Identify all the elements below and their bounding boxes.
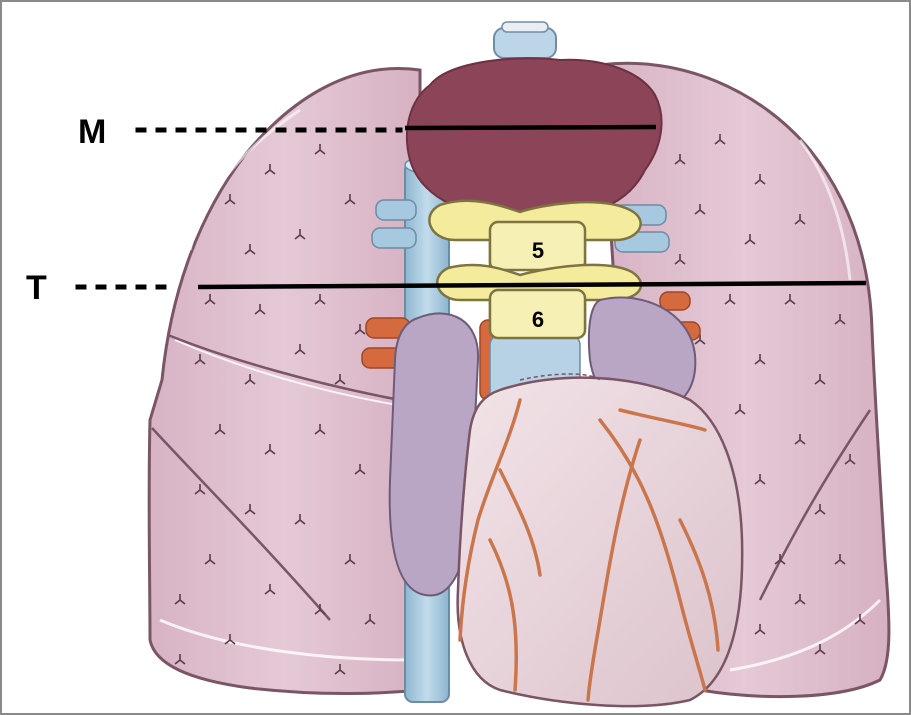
vertebra-6-label: 6 xyxy=(532,307,544,332)
vertebra-5-label: 5 xyxy=(532,238,544,263)
trachea xyxy=(494,22,556,58)
label-t: T xyxy=(26,269,47,307)
label-m: M xyxy=(78,113,106,151)
right-lung xyxy=(149,68,420,693)
thymus xyxy=(407,58,662,215)
heart xyxy=(458,374,743,706)
